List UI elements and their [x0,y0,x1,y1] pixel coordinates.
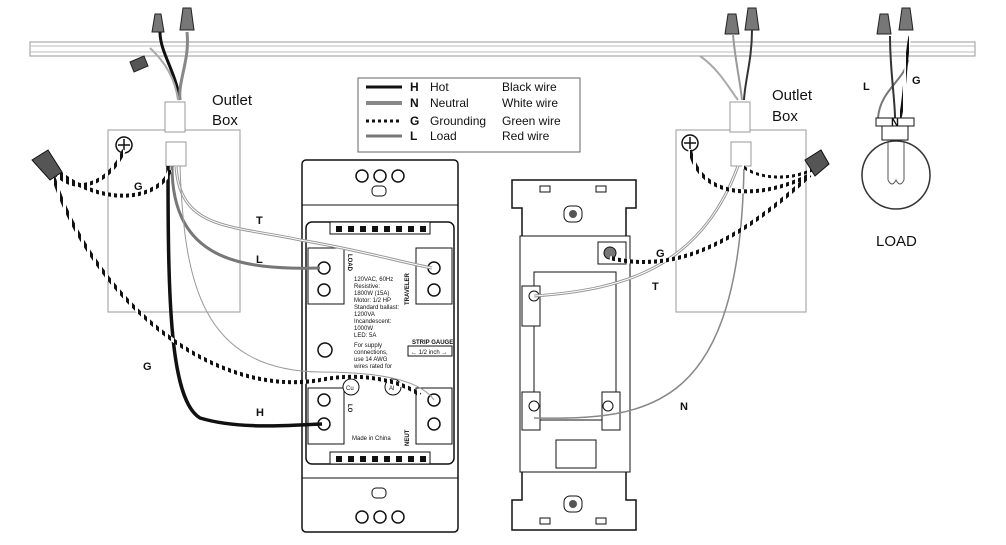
rating-line: 1200VA [354,312,375,318]
lamp-bulb-icon [861,35,931,210]
legend-code-neutral: N [410,96,419,110]
wire-label-left-G-lower: G [143,361,152,373]
wire-label-left-G-upper: G [134,181,143,193]
legend-code-load: L [410,129,417,143]
rating-line: Motor: 1/2 HP [354,298,391,304]
rating-line: 1800W (15A) [354,291,389,297]
cu-mark: Cu [346,386,354,392]
wires [31,149,830,428]
dimmer-rating-text: 120VAC, 60Hz Resistive: 1800W (15A) Moto… [354,277,399,339]
al-mark: Al [389,386,394,392]
rating-line: Incandescent: [354,319,392,325]
strip-gauge-label: STRIP GAUGE [412,340,453,346]
right-box-label-1: Outlet [772,87,813,104]
dimmer-supply-text: For supply connections, use 14 AWG wires… [353,343,392,370]
strip-gauge-length: ← 1/2 inch → [411,350,447,356]
left-box-label-2: Box [212,112,238,129]
left-box-label-1: Outlet [212,92,253,109]
supply-line: wires rated for [353,364,392,370]
wire-label-right-N: N [680,401,688,413]
legend-wire-load: Red wire [502,129,550,143]
supply-line: connections, [354,350,388,356]
ground-screw-icon [681,134,699,152]
wire-label-left-L: L [256,254,263,266]
dimmer-terminal-load: LOAD [346,254,352,272]
legend-wire-ground: Green wire [502,114,561,128]
supply-line: For supply [354,343,382,349]
legend-name-load: Load [430,129,457,143]
dimmer-terminal-lo: LO [346,404,352,413]
legend-name-neutral: Neutral [430,96,469,110]
wire-label-lamp-L: L [863,81,870,93]
dimmer-terminal-neut: NEUT [405,429,411,446]
wire-nuts-left [129,7,195,101]
legend-wire-neutral: White wire [502,96,558,110]
legend-name-ground: Grounding [430,114,486,128]
left-outlet-box [107,101,241,313]
dimmer-switch [301,159,459,533]
legend-name-hot: Hot [430,80,449,94]
supply-cable [29,41,976,57]
rating-line: 120VAC, 60Hz [354,277,393,283]
wire-nuts-right [699,7,914,101]
made-in-label: Made in China [352,436,391,442]
wire-label-lamp-G: G [912,75,921,87]
supply-line: use 14 AWG [354,357,388,363]
rating-line: Standard ballast: [354,305,399,311]
wire-label-lamp-N: N [891,117,899,129]
rating-line: LED: 5A [354,333,376,339]
legend-code-ground: G [410,114,419,128]
wire-label-right-G: G [656,248,665,260]
right-outlet-box [675,101,807,313]
wire-label-left-H: H [256,407,264,419]
load-label: LOAD [876,233,917,250]
rating-line: 1000W [354,326,373,332]
companion-switch [511,179,637,531]
legend-code-hot: H [410,80,419,94]
rating-line: Resistive: [354,284,380,290]
wire-label-left-T: T [256,215,263,227]
legend-wire-hot: Black wire [502,80,557,94]
dimmer-terminal-traveler: TRAVELER [405,272,411,305]
wire-label-right-T: T [652,281,659,293]
right-box-label-2: Box [772,108,798,125]
legend [357,77,581,153]
